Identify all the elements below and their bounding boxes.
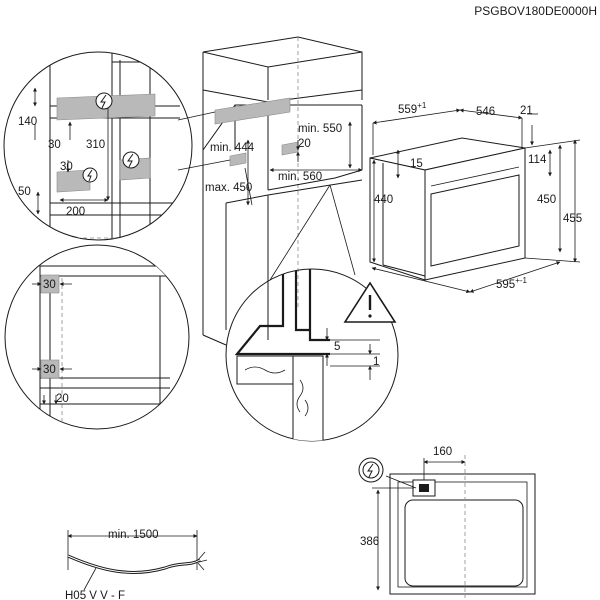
- rear-view-drawing: [372, 455, 536, 598]
- electrical-connection-icon: [95, 92, 113, 110]
- dim-559: 559+1: [398, 101, 427, 116]
- appliance-drawing: [369, 108, 581, 294]
- dim-114: 114: [528, 154, 547, 166]
- dim-310: 310: [86, 139, 105, 151]
- min-560-label: min. 560: [278, 171, 322, 183]
- dim-30-top: 30: [43, 279, 56, 291]
- dim-160: 160: [433, 446, 452, 458]
- electrical-connection-icon: [358, 457, 384, 483]
- detail-circle-section: [225, 268, 399, 442]
- dim-1: 1: [373, 356, 379, 368]
- dim-50: 50: [18, 186, 31, 198]
- dim-559-tolerance: +1: [417, 101, 427, 110]
- dim-30-b: 30: [60, 161, 73, 173]
- electrical-connection-icon: [122, 151, 140, 169]
- dim-30-bottom: 30: [43, 364, 56, 376]
- detail-circle-top: [3, 51, 193, 241]
- dim-5: 5: [334, 341, 340, 353]
- cable-drawing: [67, 530, 208, 591]
- dim-386: 386: [360, 536, 379, 548]
- dim-15: 15: [410, 158, 423, 170]
- gap-20-label: 20: [298, 138, 311, 150]
- min-550-label: min. 550: [298, 123, 342, 135]
- dim-440: 440: [374, 194, 393, 206]
- cable-min-length: min. 1500: [108, 529, 159, 541]
- dim-546: 546: [476, 106, 495, 118]
- dim-200: 200: [66, 206, 85, 218]
- dim-595: 595+-1: [496, 276, 528, 291]
- detail-circle-mid: [4, 244, 190, 430]
- warning-triangle-icon: [343, 281, 397, 323]
- dim-20: 20: [56, 393, 69, 405]
- electrical-connection-icon: [82, 167, 98, 183]
- cable-type: H05 V V - F: [65, 590, 125, 600]
- dim-30-a: 30: [48, 139, 61, 151]
- max-450-label: max. 450: [205, 182, 252, 194]
- cabinet-drawing: [177, 36, 363, 346]
- min-444-label: min. 444: [210, 142, 255, 154]
- dim-21: 21: [520, 105, 533, 117]
- document-code: PSGBOV180DE0000H: [474, 4, 597, 18]
- dim-455: 455: [563, 213, 582, 225]
- dim-595-tolerance: +-1: [515, 276, 527, 285]
- dim-450: 450: [537, 194, 556, 206]
- dim-140: 140: [18, 116, 37, 128]
